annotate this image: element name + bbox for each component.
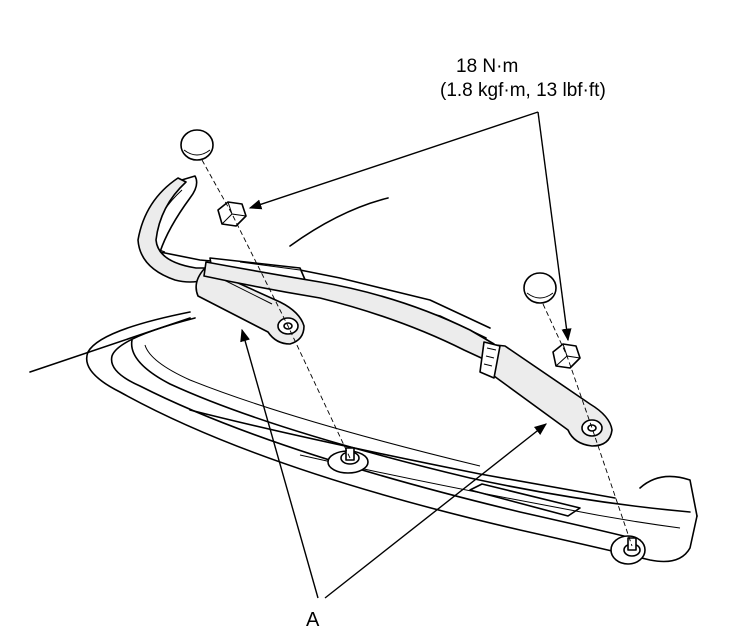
callout-a-arrow-right [324, 423, 547, 599]
torque-arrow-left [248, 111, 539, 210]
cowl-slot [469, 483, 581, 517]
cowl-panel-lower [299, 454, 681, 529]
nut-right [552, 343, 581, 369]
callout-a-arrows [240, 328, 547, 599]
fender-right [639, 475, 698, 517]
callout-label-a: A [306, 609, 320, 631]
windshield-curve [289, 197, 389, 247]
pivot-stud-right [610, 535, 646, 565]
torque-spec-line2: (1.8 kgf·m, 13 lbf·ft) [440, 80, 606, 101]
cowl-panel-ridge [144, 344, 481, 467]
assembly-centerlines [201, 159, 633, 547]
wiper-arm-left [137, 177, 305, 345]
nut-left [217, 201, 247, 227]
vehicle-body [29, 197, 698, 563]
cap-right [523, 272, 557, 304]
cowl-inner-edge [110, 317, 641, 541]
pivot-stud-left [327, 447, 369, 474]
torque-arrow-right [537, 111, 572, 342]
torque-spec-line1: 18 N·m [456, 56, 518, 77]
cowl-outer-edge [85, 311, 698, 563]
callout-a-arrow-left [240, 328, 319, 599]
cap-left [180, 129, 214, 161]
cowl-panel-groove [189, 409, 616, 499]
torque-arrows [248, 111, 572, 342]
wiper-blade [139, 175, 491, 339]
wiper-arm-right [203, 261, 613, 447]
